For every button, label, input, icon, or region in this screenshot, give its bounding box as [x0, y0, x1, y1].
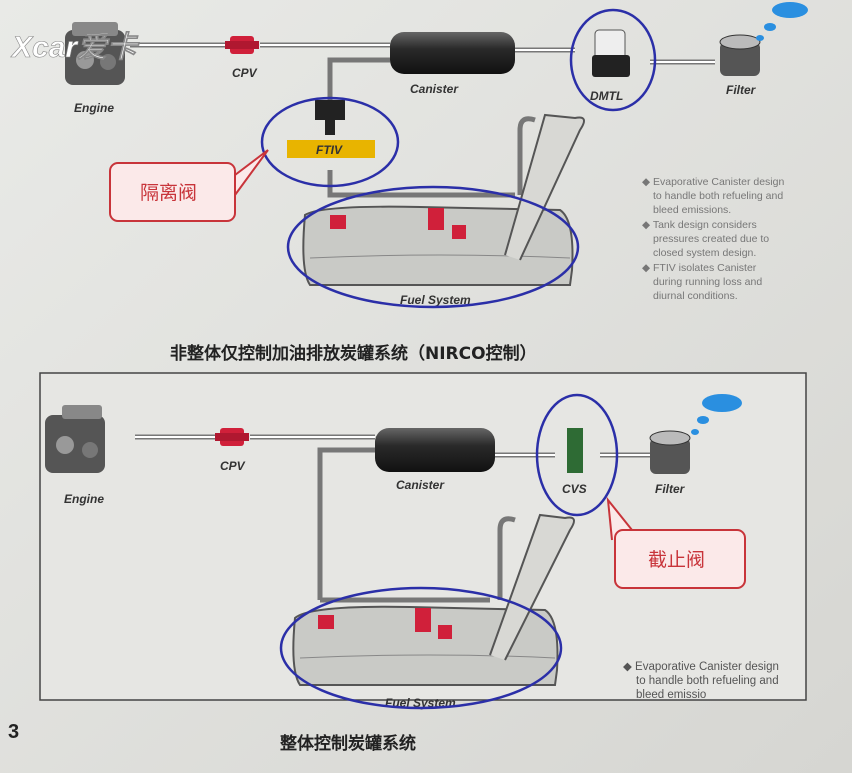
air-cloud-icon [756, 2, 808, 41]
note-line: Tank design considers [653, 219, 757, 231]
top-diagram: Engine CPV Canister DMTL Filter [65, 2, 808, 364]
note-line: bleed emissio [636, 689, 706, 701]
filter-label: Filter [726, 83, 757, 97]
ftiv-label: FTIV [316, 143, 343, 157]
cpv-label: CPV [220, 459, 246, 473]
note-line: diurnal conditions. [653, 290, 738, 302]
top-notes: ◆ Evaporative Canister design to handle … [642, 176, 784, 302]
filter-icon [719, 34, 761, 76]
bottom-caption: 整体控制炭罐系统 [280, 733, 416, 754]
dmtl-pump-icon [592, 29, 630, 77]
note-line: Evaporative Canister design [635, 661, 779, 673]
fuel-system-highlight-circle [279, 586, 563, 710]
air-cloud-icon [691, 394, 742, 435]
canister-icon [390, 32, 515, 74]
canister-icon [375, 428, 495, 472]
fuel-tank-icon [292, 513, 575, 686]
cvs-label: CVS [562, 482, 587, 496]
xcar-logo: Xcar爱卡 [10, 31, 140, 64]
svg-text:◆ Tank design considers: ◆ Tank design considers [642, 219, 757, 231]
note-line: bleed emissions. [653, 204, 731, 216]
dmtl-label: DMTL [590, 89, 623, 103]
bottom-diagram: Engine CPV Canister CVS Filter 截止阀 [45, 393, 779, 710]
top-caption: 非整体仅控制加油排放炭罐系统（NIRCO控制） [170, 343, 537, 364]
fuel-tank-icon [302, 113, 585, 286]
ftiv-highlight-circle [260, 96, 400, 188]
isolation-valve-callout [109, 162, 236, 222]
cpv-label: CPV [232, 66, 258, 80]
note-line: to handle both refueling and [636, 675, 779, 687]
canister-label: Canister [410, 82, 459, 96]
svg-text:◆ FTIV isolates Canister: ◆ FTIV isolates Canister [642, 262, 757, 274]
dmtl-highlight-circle [569, 8, 657, 112]
fuel-system-label: Fuel System [400, 293, 471, 307]
filter-label: Filter [655, 482, 686, 496]
note-line: to handle both refueling and [653, 190, 783, 202]
note-line: closed system design. [653, 247, 756, 259]
cvs-highlight-circle [535, 393, 619, 517]
cpv-valve-icon [215, 428, 249, 446]
engine-icon [45, 405, 105, 473]
page-number: 3 [8, 721, 19, 743]
filter-icon [649, 430, 691, 474]
note-line: during running loss and [653, 276, 762, 288]
canister-label: Canister [396, 478, 445, 492]
svg-text:◆ Evaporative Canister design: ◆ Evaporative Canister design [642, 176, 784, 188]
bottom-notes: ◆ Evaporative Canister design to handle … [623, 661, 779, 701]
shutoff-valve-callout-text: 截止阀 [648, 549, 705, 571]
engine-label: Engine [64, 492, 104, 506]
engine-icon [65, 22, 125, 85]
svg-text:◆ Evaporative Canister design: ◆ Evaporative Canister design [623, 661, 779, 673]
shutoff-valve-callout [614, 529, 746, 589]
fuel-system-highlight-circle [286, 185, 580, 309]
ftiv-label-box [287, 140, 375, 158]
cpv-valve-icon [225, 36, 259, 54]
note-line: FTIV isolates Canister [653, 262, 757, 274]
cvs-valve-icon [567, 428, 583, 473]
note-line: pressures created due to [653, 233, 769, 245]
ftiv-valve-icon [315, 100, 345, 135]
engine-label: Engine [74, 101, 114, 115]
note-line: Evaporative Canister design [653, 176, 784, 188]
isolation-valve-callout-text: 隔离阀 [140, 182, 197, 204]
